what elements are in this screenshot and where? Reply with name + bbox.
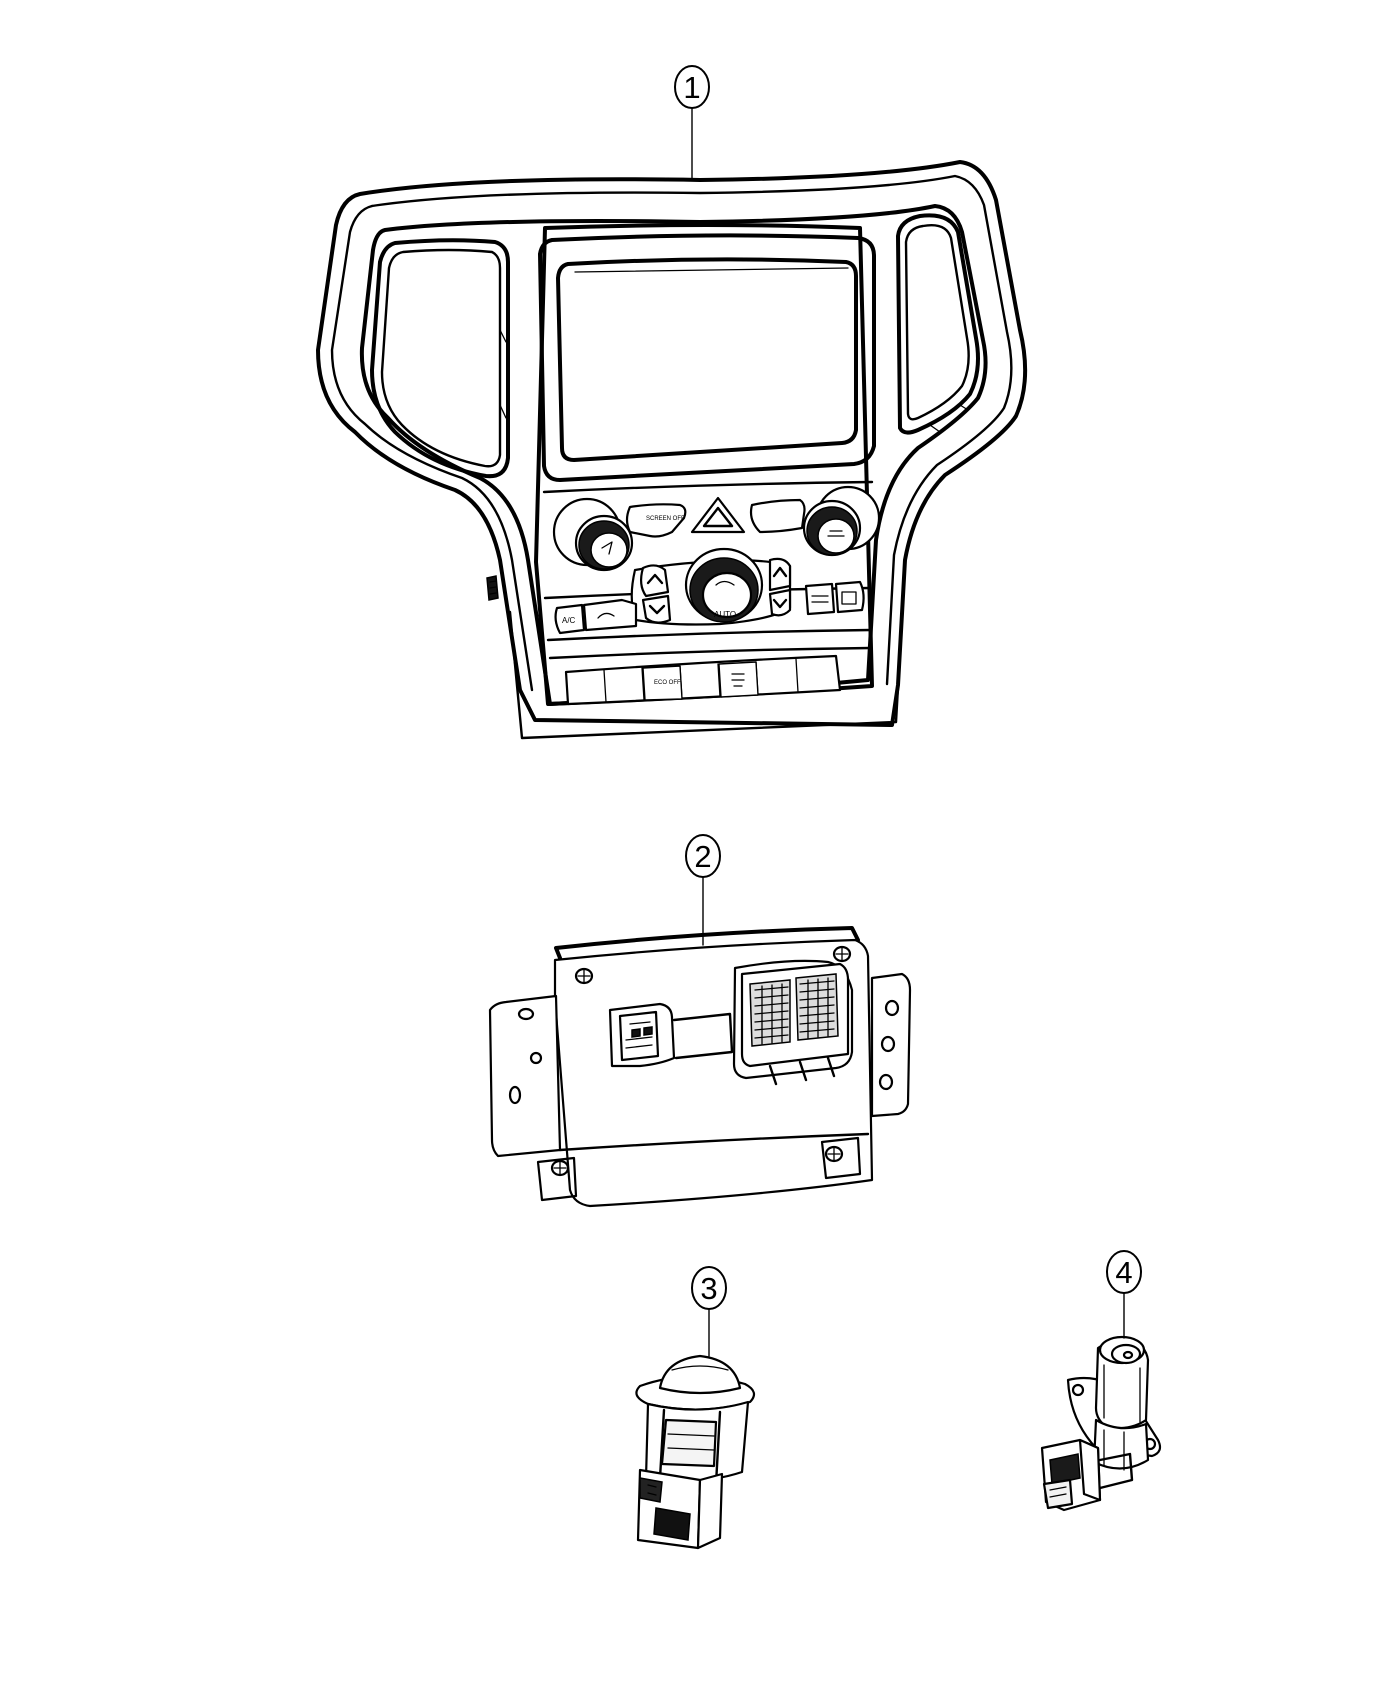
callout-1: 1 (674, 65, 710, 181)
callout-4: 4 (1106, 1250, 1142, 1339)
callout-3: 3 (691, 1266, 727, 1357)
sensor-icon[interactable] (635, 1354, 756, 1550)
ac-label: A/C (562, 616, 576, 625)
callout-2: 2 (685, 834, 721, 946)
instrument-panel-bezel-icon[interactable]: SCREEN OFF AUTO A/C ECO OFF (316, 160, 1028, 740)
screen-off-label: SCREEN OFF (646, 516, 685, 522)
control-module-icon[interactable] (488, 926, 912, 1208)
callout-4-label: 4 (1115, 1255, 1132, 1290)
callout-3-label: 3 (700, 1271, 717, 1306)
auto-label: AUTO (714, 610, 736, 619)
callout-1-label: 1 (683, 70, 700, 105)
callout-2-label: 2 (694, 839, 711, 874)
eco-off-label: ECO OFF (654, 680, 681, 686)
sensor-connector-icon[interactable] (1040, 1335, 1162, 1512)
